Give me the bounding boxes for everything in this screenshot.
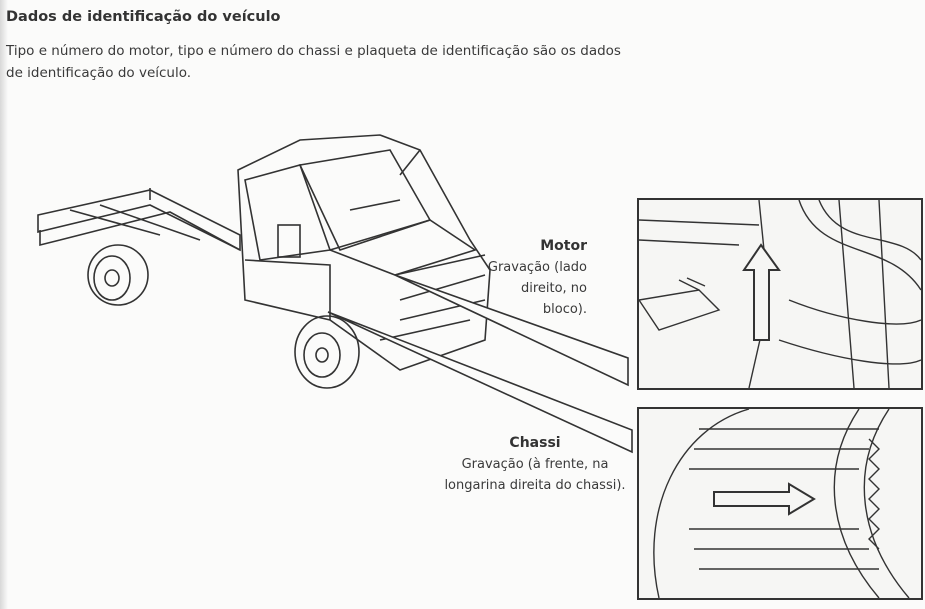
section-title: Dados de identificação do veículo (6, 9, 281, 25)
motor-callout: Motor Gravação (lado direito, no bloco). (477, 236, 587, 320)
motor-label: Motor (540, 238, 587, 254)
chassi-description: Gravação (à frente, na longarina direita… (444, 457, 626, 493)
chassi-label: Chassi (509, 435, 561, 451)
chassi-callout: Chassi Gravação (à frente, na longarina … (440, 433, 630, 496)
chassis-detail-image (637, 407, 923, 600)
engine-detail-image (637, 198, 923, 390)
motor-description: Gravação (lado direito, no bloco). (487, 260, 587, 317)
intro-paragraph: Tipo e número do motor, tipo e número do… (6, 43, 621, 81)
scan-edge-shadow (0, 0, 8, 609)
